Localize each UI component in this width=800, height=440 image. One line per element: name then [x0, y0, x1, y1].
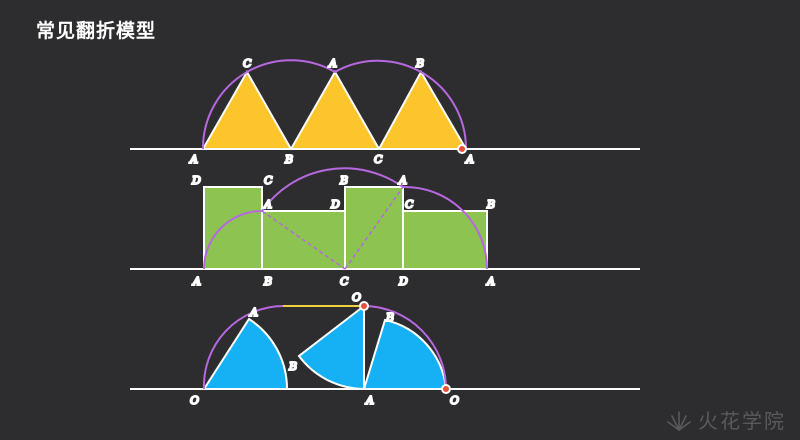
roll-arc-2 [203, 167, 488, 270]
triangle-1 [201, 69, 293, 150]
label-a-base3: A [365, 394, 374, 407]
label-a-top: A [328, 57, 337, 70]
label-a-base2: A [486, 275, 495, 288]
roll-arc-1 [201, 59, 468, 150]
label-d-mid: D [330, 198, 340, 211]
label-d-base: D [398, 275, 408, 288]
watermark: 火花学院 [666, 405, 786, 434]
label-b-r4: B [486, 198, 495, 211]
label-a1: A [189, 153, 198, 166]
roll-arc-3 [202, 305, 447, 390]
label-b-side3: B [288, 360, 297, 373]
label-o-base1: O [190, 394, 199, 407]
label-b1: B [284, 153, 293, 166]
label-c-r4: C [405, 198, 414, 211]
triangle-diagram: A B C A C A B [130, 56, 640, 167]
label-a-top3: A [249, 306, 258, 319]
label-a-mid: A [398, 174, 407, 187]
sector-2 [297, 303, 365, 391]
diagonal-1 [261, 210, 346, 270]
label-b-mid: B [339, 174, 348, 187]
rectangle-diagram: D C A D B A C B A B C D A [130, 167, 640, 289]
label-c-r1: C [264, 174, 273, 187]
label-a-base1: A [192, 275, 201, 288]
label-c-top: C [243, 57, 252, 70]
watermark-text: 火花学院 [698, 409, 786, 433]
flame-logo-icon [667, 410, 691, 431]
label-a-r1: A [263, 198, 272, 211]
sector-1 [202, 317, 289, 390]
top-point [359, 301, 369, 311]
triangle-2 [289, 69, 381, 150]
slide-title: 常见翻折模型 [36, 20, 157, 42]
label-d-r1: D [191, 174, 201, 187]
label-a2: A [465, 153, 474, 166]
sector-3 [362, 318, 448, 390]
label-b-top3: B [385, 311, 394, 324]
label-c1: C [374, 153, 383, 166]
label-b-base: B [263, 275, 272, 288]
label-o-base2: O [450, 394, 459, 407]
label-o-top3: O [352, 291, 361, 304]
label-c-base: C [340, 275, 349, 288]
end-point-3 [441, 384, 451, 394]
label-b-top: B [415, 57, 424, 70]
end-point-1 [457, 144, 467, 154]
rectangle-1 [203, 186, 263, 270]
rectangle-4 [402, 210, 488, 270]
diagonal-2 [344, 186, 404, 270]
triangle-3 [377, 69, 468, 150]
sector-diagram: A O B B O A O [130, 290, 640, 408]
